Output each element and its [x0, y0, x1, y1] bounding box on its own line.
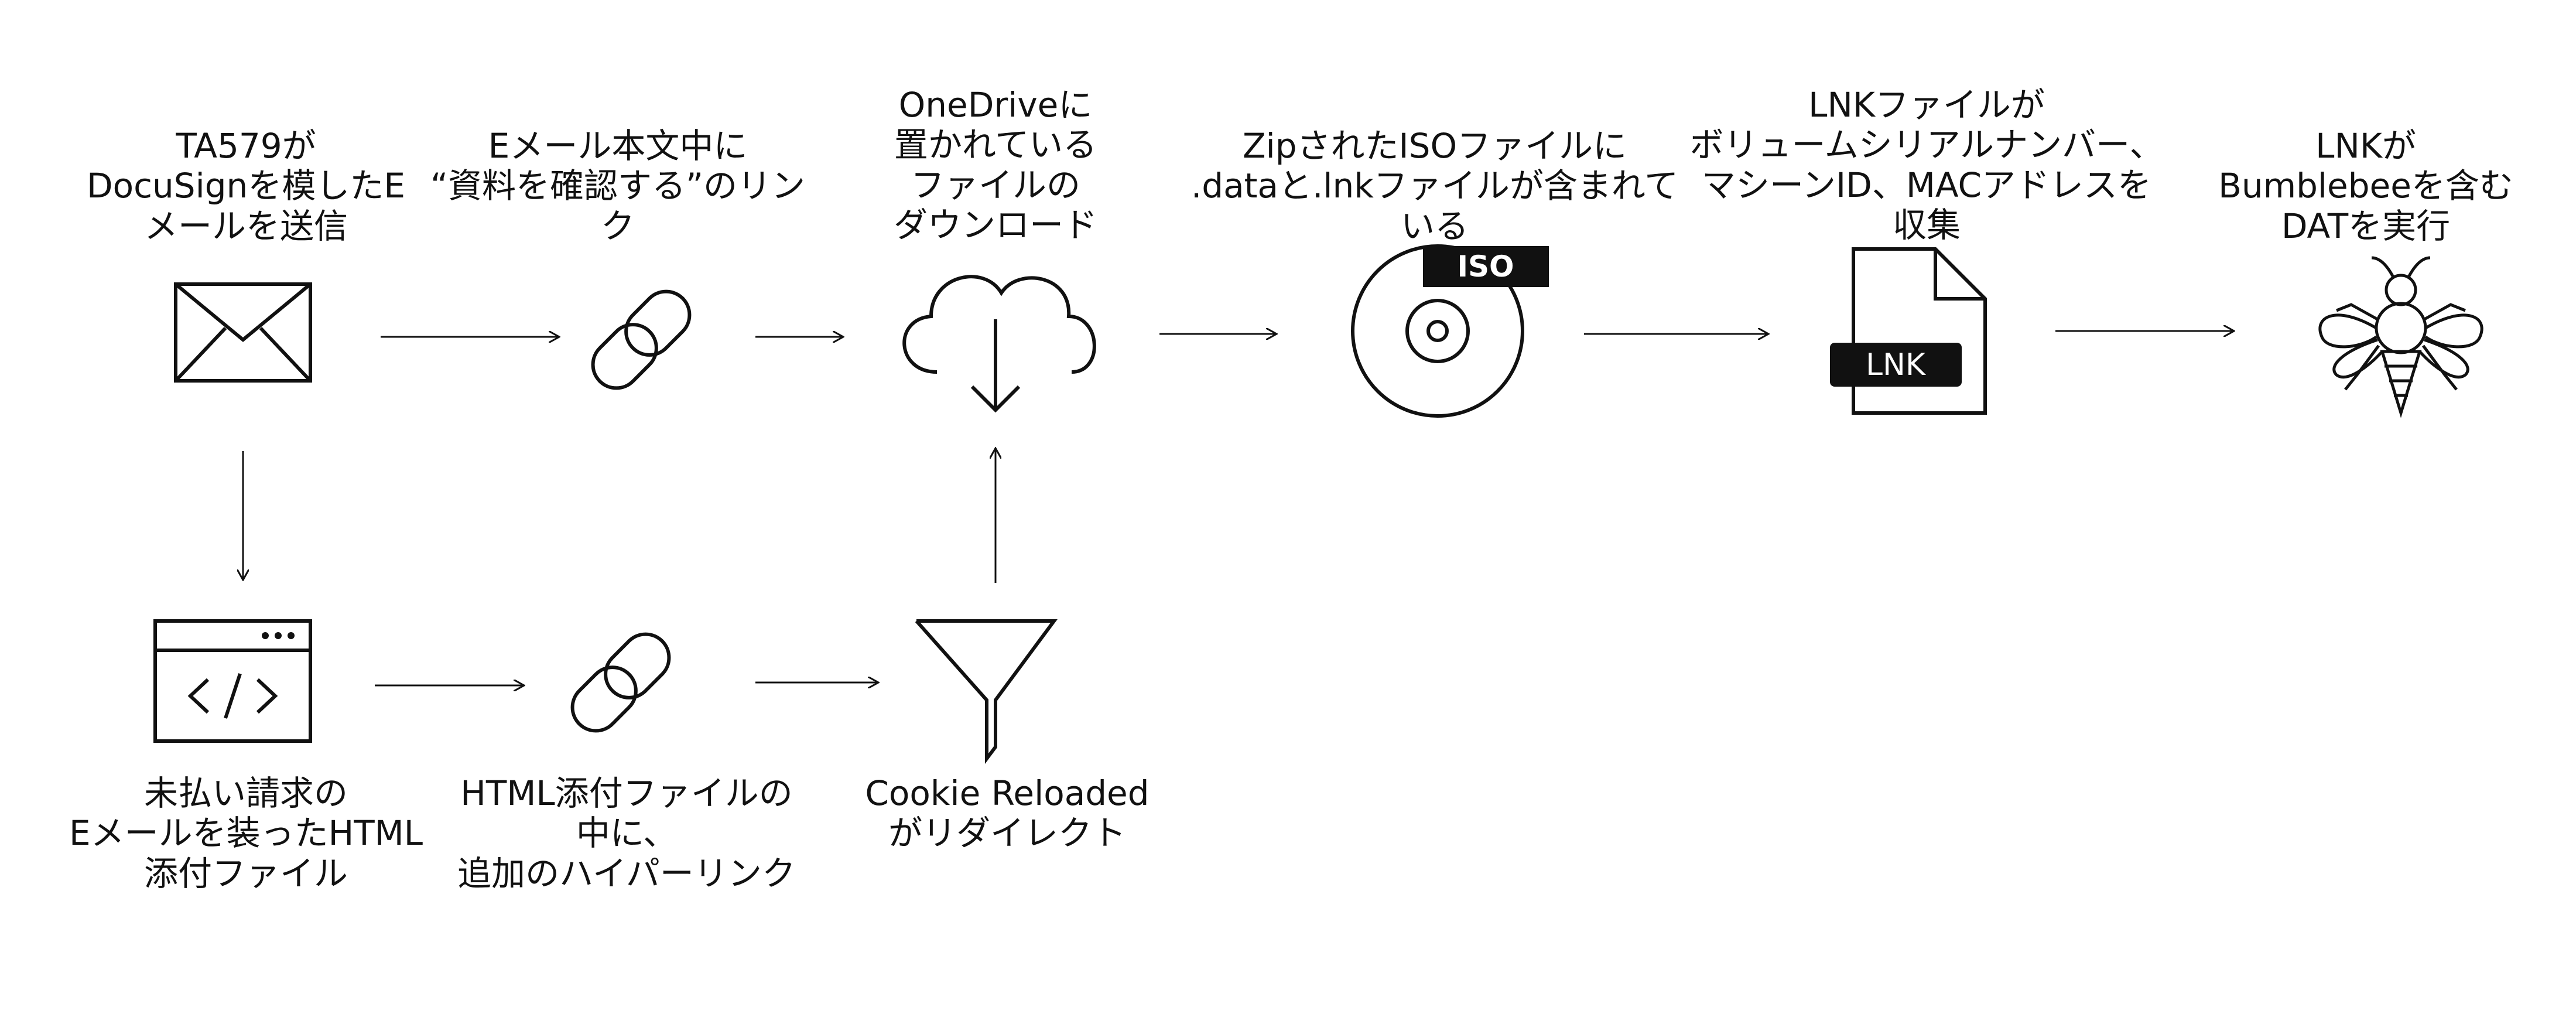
- iso-badge-text: ISO: [1457, 250, 1514, 284]
- label-cookie: Cookie Reloaded がリダイレクト: [865, 773, 1150, 854]
- bee-icon: [2318, 256, 2483, 418]
- lnk-badge-text: LNK: [1866, 347, 1927, 383]
- label-link2: HTML添付ファイルの 中に、 追加のハイパーリンク: [457, 773, 796, 893]
- code-window-icon: [153, 619, 312, 743]
- iso-disc-icon: ISO: [1351, 244, 1549, 418]
- funnel-icon: [915, 619, 1058, 764]
- cloud-download-icon: [902, 275, 1096, 413]
- label-html: 未払い請求の Eメールを装ったHTML 添付ファイル: [69, 773, 423, 893]
- label-lnkfile: LNKファイルが ボリュームシリアルナンバー、 マシーンID、MACアドレスを …: [1689, 85, 2164, 245]
- lnk-badge: [1830, 343, 1962, 387]
- label-email: TA579が DocuSignを模したE メールを送信: [87, 126, 405, 246]
- lnk-file-icon: LNK: [1830, 247, 1987, 415]
- arrows: [243, 331, 2234, 685]
- label-link1: Eメール本文中に “資料を確認する”のリン ク: [430, 126, 806, 246]
- label-iso: ZipされたISOファイルに .dataと.lnkファイルが含まれて いる: [1190, 126, 1679, 246]
- chain-link-icon: [591, 289, 692, 390]
- chain-link-icon-bottom: [570, 632, 671, 733]
- label-bumblebee: LNKが Bumblebeeを含む DATを実行: [2218, 126, 2513, 246]
- envelope-icon: [174, 282, 312, 383]
- label-onedrive: OneDriveに 置かれている ファイルの ダウンロード: [893, 85, 1097, 245]
- iso-badge: [1423, 246, 1549, 287]
